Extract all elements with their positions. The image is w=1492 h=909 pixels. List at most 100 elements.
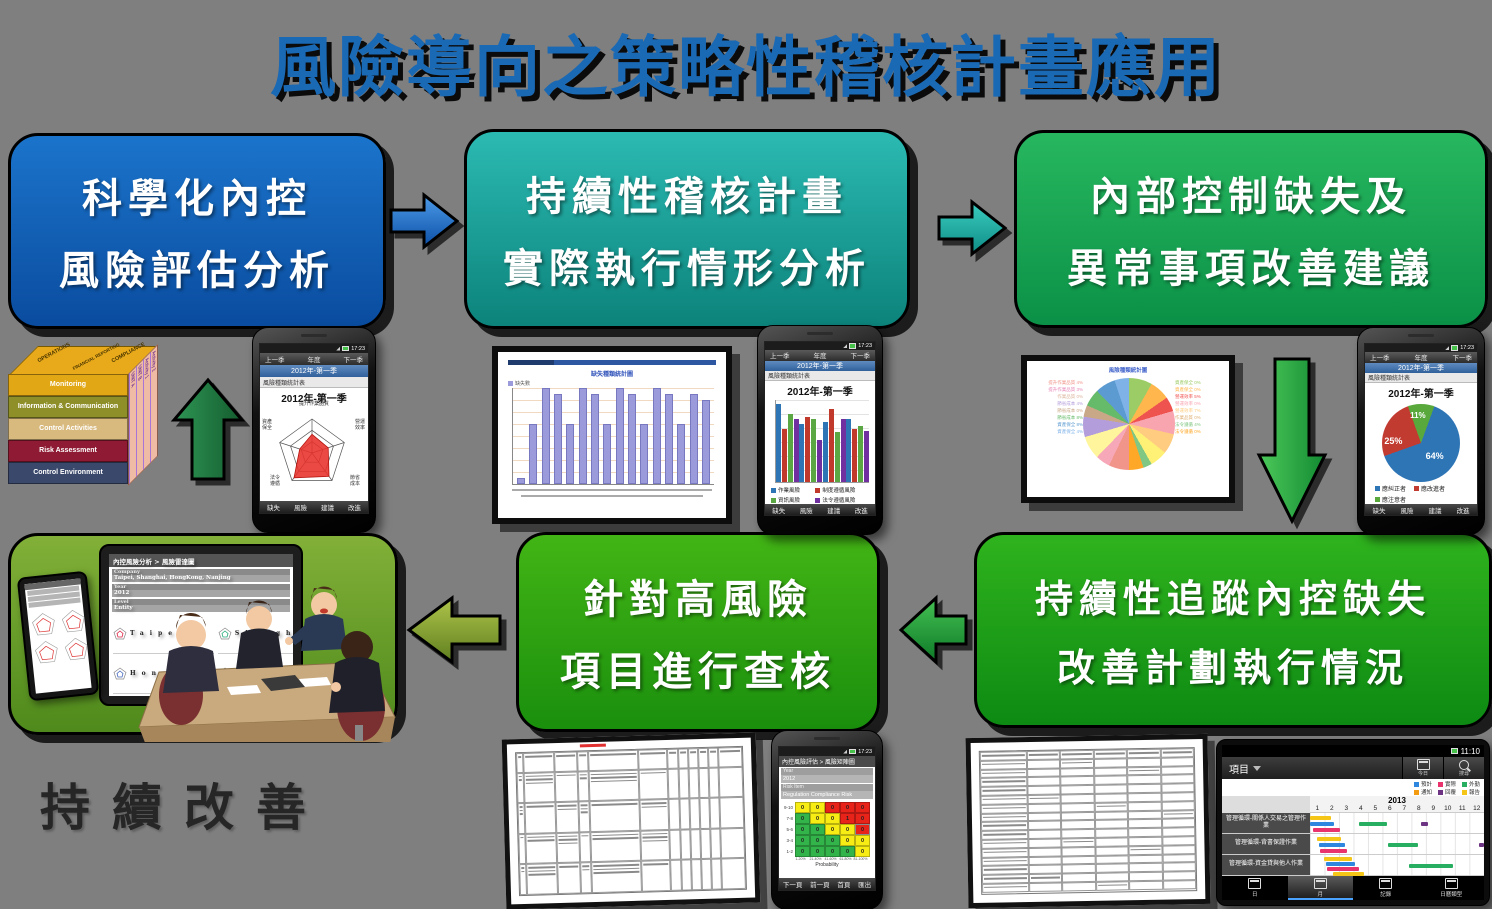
toolbar-export[interactable]: 匯出: [858, 882, 872, 889]
text-placeholder: [557, 774, 576, 777]
toolbar-home[interactable]: 首頁: [837, 882, 851, 889]
bar: [857, 425, 863, 483]
gantt-task-label: 管理循環-背書保證作業: [1222, 834, 1310, 854]
toolbar-next-page[interactable]: 下一頁: [782, 882, 803, 889]
flow-box-line: 針對高風險: [583, 576, 813, 623]
nav-next-quarter[interactable]: 下一季: [850, 353, 871, 361]
tablet-toolbar-item[interactable]: 日: [1222, 876, 1288, 900]
toolbar-improve[interactable]: 改進: [1456, 507, 1470, 515]
doc-table: [515, 745, 747, 897]
phone-sub-bar: 風險種類統計表: [260, 377, 368, 388]
legend-swatch: [1375, 497, 1380, 503]
tablet-toolbar-item[interactable]: 日曆類型: [1419, 876, 1485, 900]
legend-row: 通知回覆報告: [1413, 788, 1480, 796]
pie-label: 營運效率 7%: [1175, 407, 1201, 413]
toolbar-defects[interactable]: 缺失: [772, 507, 786, 515]
bar: [603, 424, 612, 484]
text-placeholder: [579, 774, 587, 776]
legend-item: 報告: [1461, 788, 1480, 796]
red-annotation: [580, 743, 607, 748]
field-risk-item: Risk Item Regulation Compliance Risk: [781, 784, 873, 799]
tablet-toolbar-item[interactable]: 記錄: [1353, 876, 1419, 900]
text-placeholder: [593, 864, 640, 867]
legend-label: 回覆: [1444, 790, 1456, 796]
battery-icon: [849, 343, 857, 349]
flow-box-line: 持續性追蹤內控缺失: [1034, 576, 1431, 621]
project-dropdown[interactable]: 項目: [1229, 761, 1261, 776]
table-cell: [720, 827, 745, 859]
slide-bar-title: 缺失種類統計圖: [590, 372, 633, 378]
gantt-bar: [1313, 828, 1340, 832]
phone-title-bar: 2012年-第一季: [1365, 362, 1477, 374]
nav-prev-quarter[interactable]: 上一季: [265, 357, 285, 364]
nav-next-quarter[interactable]: 下一季: [1452, 355, 1473, 363]
nav-prev-quarter[interactable]: 上一季: [770, 353, 790, 361]
nav-year[interactable]: 年度: [1414, 355, 1428, 363]
text-placeholder: [720, 749, 740, 752]
nav-year[interactable]: 年度: [307, 357, 321, 364]
field-label: Year: [781, 768, 873, 775]
coso-cube: OPERATIONS FINANCIAL REPORTING COMPLIANC…: [6, 342, 176, 488]
toolbar-risk[interactable]: 風險: [294, 505, 307, 512]
toolbar-defects[interactable]: 缺失: [1372, 507, 1386, 515]
table-cell: [577, 771, 590, 802]
legend-label: 缺失數: [515, 381, 531, 387]
gantt-bar: [1325, 862, 1356, 866]
pie-labels-left: 提升作業品質 4%提升作業品質 3%作業品質 0%節省成本 4%節省成本 0%節…: [1029, 380, 1083, 436]
text-placeholder: [982, 789, 1026, 792]
toolbar-improve[interactable]: 改進: [348, 505, 361, 512]
text-placeholder: [525, 782, 554, 785]
gantt-task-label: 管理循環-資金貸與他人作業: [1222, 855, 1310, 875]
legend-label: 應注意者: [1382, 498, 1407, 505]
bar: [811, 418, 817, 483]
heatmap-x-axis-title: Probability: [815, 862, 839, 868]
page-title: 風險導向之策略性稽核計畫應用: [270, 28, 1222, 106]
field-year: Year 2012: [781, 768, 873, 783]
toolbar-suggestion[interactable]: 建議: [827, 507, 841, 515]
x-caption-line: [520, 495, 704, 497]
toolbar-risk[interactable]: 風險: [799, 507, 813, 515]
legend-label: 法令遵循風險: [822, 498, 856, 505]
toolbar-defects[interactable]: 缺失: [267, 505, 280, 512]
text-placeholder: [527, 839, 555, 842]
bar: [664, 394, 673, 484]
toolbar-suggestion[interactable]: 建議: [1428, 507, 1442, 515]
text-placeholder: [524, 755, 553, 758]
bar-group: [799, 400, 823, 483]
phone-title-bar: 2012年-第一季: [260, 365, 368, 377]
toolbar-label: 日曆類型: [1440, 892, 1463, 898]
legend-item: 應改進者: [1414, 484, 1445, 493]
toolbar-suggestion[interactable]: 建議: [321, 505, 334, 512]
legend-item: 實際: [1437, 780, 1456, 788]
pie-labels-right: 資產保全 0%資產保全 0%營運效率 5%營運效率 0%營運效率 7%作業品質 …: [1175, 380, 1229, 436]
signal-icon: [1445, 346, 1450, 350]
gantt-month-label: 12: [1473, 805, 1481, 812]
toolbar-risk[interactable]: 風險: [1400, 507, 1414, 515]
nav-prev-quarter[interactable]: 上一季: [1370, 355, 1390, 363]
table-cell: [525, 863, 559, 895]
search-button[interactable]: 搜尋: [1443, 757, 1484, 779]
table-cell: [721, 858, 746, 890]
text-placeholder: [689, 751, 696, 753]
flow-box-line: 科學化內控: [82, 175, 312, 222]
tablet-toolbar-item[interactable]: 月: [1287, 876, 1353, 900]
nav-year[interactable]: 年度: [813, 353, 827, 361]
calendar-icon: [1416, 759, 1430, 770]
toolbar-prev-page[interactable]: 前一頁: [810, 882, 830, 889]
bar: [822, 422, 828, 483]
flow-box-high-risk-audit: 針對高風險 項目進行查核: [516, 532, 880, 732]
table-cell: [641, 860, 672, 892]
bar-group: [845, 400, 869, 483]
bar-group: [822, 400, 846, 483]
legend-label: 資訊風險: [778, 498, 801, 505]
meeting-illustration-box: 內控風險分析 > 風險雷達圖 Company Taipei, Shanghai,…: [8, 533, 398, 742]
today-button[interactable]: 今日: [1402, 757, 1443, 779]
table-cell: [638, 748, 668, 770]
table-cell: [577, 751, 589, 772]
pie-wrap: 提升作業品質 4%提升作業品質 3%作業品質 0%節省成本 4%節省成本 0%節…: [1027, 374, 1229, 484]
toolbar-improve[interactable]: 改進: [854, 507, 868, 515]
text-placeholder: [1095, 752, 1126, 755]
nav-next-quarter[interactable]: 下一季: [343, 357, 364, 364]
text-placeholder: [640, 771, 667, 775]
gantt-month-label: 3: [1344, 805, 1349, 812]
